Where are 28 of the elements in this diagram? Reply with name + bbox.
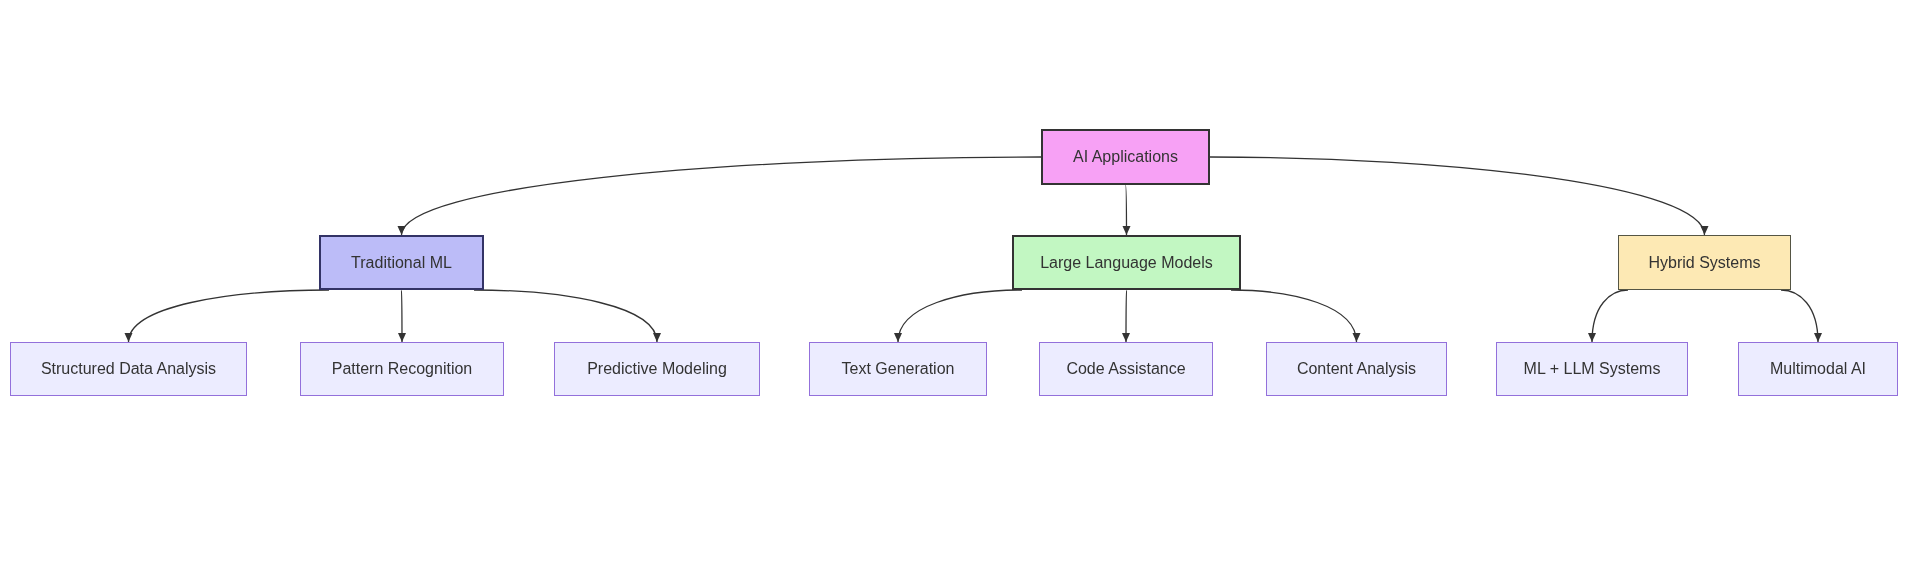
process-box xyxy=(300,342,504,396)
node-label: AI Applications xyxy=(1073,147,1178,167)
arrow xyxy=(1209,156,1706,236)
node-label: ML + LLM Systems xyxy=(1523,359,1661,379)
node-label: Large Language Models xyxy=(1040,252,1213,273)
node-label: Content Analysis xyxy=(1296,359,1417,379)
arrow xyxy=(1122,289,1130,343)
process-box xyxy=(1039,342,1213,396)
node-label: Structured Data Analysis xyxy=(40,359,217,379)
node-label: Code Assistance xyxy=(1066,359,1186,379)
node-label: Text Generation xyxy=(841,359,955,379)
node-label: Multimodal AI xyxy=(1769,359,1866,379)
arrow xyxy=(398,289,406,343)
process-box xyxy=(1266,342,1447,396)
node-label: Hybrid Systems xyxy=(1648,252,1761,273)
process-box xyxy=(319,235,484,290)
arrow xyxy=(400,156,1042,236)
process-box xyxy=(1012,235,1241,290)
process-box xyxy=(1618,235,1791,290)
process-box xyxy=(809,342,987,396)
process-box xyxy=(1041,129,1210,185)
process-box xyxy=(1496,342,1688,396)
node-label: Pattern Recognition xyxy=(331,359,473,379)
process-box xyxy=(554,342,760,396)
node-label: Traditional ML xyxy=(351,252,452,273)
process-box xyxy=(1738,342,1898,396)
process-box xyxy=(10,342,247,396)
node-label: Predictive Modeling xyxy=(587,359,727,379)
